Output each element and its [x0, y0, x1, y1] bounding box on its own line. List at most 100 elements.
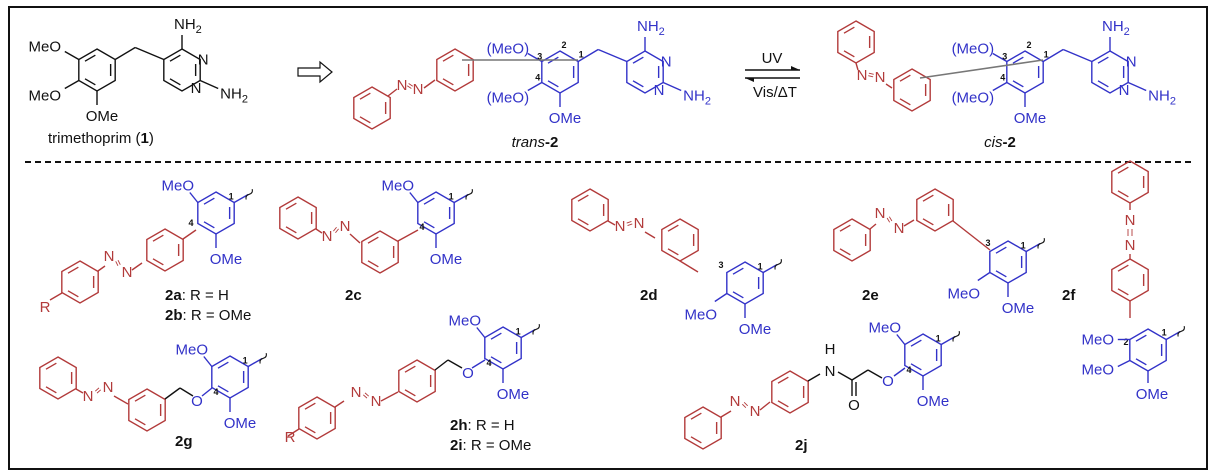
bond	[453, 193, 469, 204]
nitrogen-label: N	[103, 379, 114, 396]
phenyl-ring	[893, 68, 931, 112]
double-bond	[839, 248, 851, 256]
phenyl-ring	[353, 86, 391, 130]
bond	[471, 359, 486, 369]
bond	[434, 359, 449, 371]
bond	[164, 387, 181, 400]
attachment-wavy-bond	[1177, 325, 1185, 337]
position-number: 4	[213, 387, 218, 397]
double-bond	[67, 266, 79, 274]
subscript: 2	[196, 24, 202, 36]
methoxy-label: OMe	[210, 251, 243, 268]
phenyl-ring	[571, 188, 609, 232]
azo-double-bond	[335, 228, 339, 234]
caption-part: trimethoprim (	[48, 130, 141, 147]
double-bond	[490, 332, 502, 340]
bond	[447, 359, 463, 369]
position-number: 4	[486, 358, 491, 368]
double-bond	[995, 246, 1007, 254]
nitrogen-label: N	[654, 82, 665, 99]
compound-id: 2h	[450, 417, 468, 434]
position-number: 1	[758, 262, 763, 272]
double-bond	[577, 218, 589, 226]
double-bond	[843, 26, 855, 34]
azo-double-bond	[868, 72, 874, 75]
double-bond	[899, 98, 911, 106]
bond	[644, 231, 656, 239]
double-bond	[367, 236, 379, 244]
bond	[64, 50, 80, 61]
phenyl-ring	[128, 388, 166, 432]
azo-double-bond	[888, 216, 893, 222]
nitrogen-label: N	[750, 403, 761, 420]
bond	[182, 229, 197, 240]
nitrogen-label: N	[322, 228, 333, 245]
double-bond	[169, 78, 181, 86]
nitrogen-label: N	[1126, 54, 1137, 71]
compound-id: 2a	[165, 287, 182, 304]
bond	[1025, 242, 1041, 253]
bond	[992, 52, 1008, 63]
bond	[977, 271, 991, 282]
attachment-bar	[919, 59, 1044, 79]
phenyl-ring	[837, 20, 875, 64]
bond	[409, 192, 419, 203]
nitrogen-label: N	[730, 393, 741, 410]
double-bond	[1097, 56, 1109, 64]
bond	[131, 262, 143, 271]
compound-label: 2b: R = OMe	[165, 307, 251, 324]
attachment-wavy-bond	[774, 258, 782, 270]
cis-2-caption: cis-2	[984, 134, 1016, 151]
compound-label: 2a: R = H	[165, 287, 229, 304]
double-bond	[442, 78, 454, 86]
nitrogen-label: N	[1125, 237, 1136, 254]
caption-part: -2	[1003, 134, 1016, 151]
nitrogen-label: N	[875, 205, 886, 222]
carbonyl-oxygen-label: O	[848, 397, 860, 414]
position-number: 3	[1002, 52, 1007, 62]
double-bond	[134, 418, 146, 426]
nitrogen-label: N	[83, 388, 94, 405]
azo-double-bond	[743, 401, 749, 407]
caption-part: cis	[984, 134, 1003, 151]
caption-part: 1	[141, 130, 149, 147]
bond	[662, 81, 682, 92]
attachment-wavy-bond	[532, 323, 540, 335]
amino-text: NH	[637, 18, 659, 35]
uv-label: UV	[762, 50, 783, 67]
double-bond	[423, 221, 435, 229]
bond	[807, 373, 821, 382]
double-bond	[84, 78, 96, 86]
caption-part: )	[149, 130, 154, 147]
bond	[520, 328, 536, 339]
atom-label: (MeO)	[952, 90, 995, 107]
position-number: 4	[188, 218, 193, 228]
double-bond	[632, 80, 644, 88]
bond	[952, 220, 991, 251]
position-number: 3	[537, 52, 542, 62]
compound-label: 2f	[1062, 287, 1076, 304]
nitrogen-label: N	[104, 248, 115, 265]
double-bond	[1117, 166, 1129, 174]
phenyl-ring	[61, 260, 99, 304]
phenyl-ring	[39, 356, 77, 400]
double-bond	[490, 356, 502, 364]
double-bond	[667, 248, 679, 256]
bond	[896, 334, 906, 345]
phenyl-ring	[916, 188, 954, 232]
compound-label: 2g	[175, 433, 193, 450]
methoxy-label: OMe	[1002, 300, 1035, 317]
bond	[679, 260, 699, 273]
amino-text: NH	[1102, 18, 1124, 35]
subscript: 2	[705, 96, 711, 108]
atom-label: (MeO)	[487, 41, 530, 58]
bond	[64, 79, 80, 90]
position-number: 3	[718, 260, 723, 270]
trimethoxyphenyl-ring	[78, 48, 116, 92]
double-bond	[359, 92, 371, 100]
oxygen-label: O	[191, 393, 203, 410]
bond	[75, 388, 84, 394]
atom-label: OMe	[86, 108, 119, 125]
amino-text: NH	[1148, 88, 1170, 105]
attachment-wavy-bond	[259, 352, 267, 364]
